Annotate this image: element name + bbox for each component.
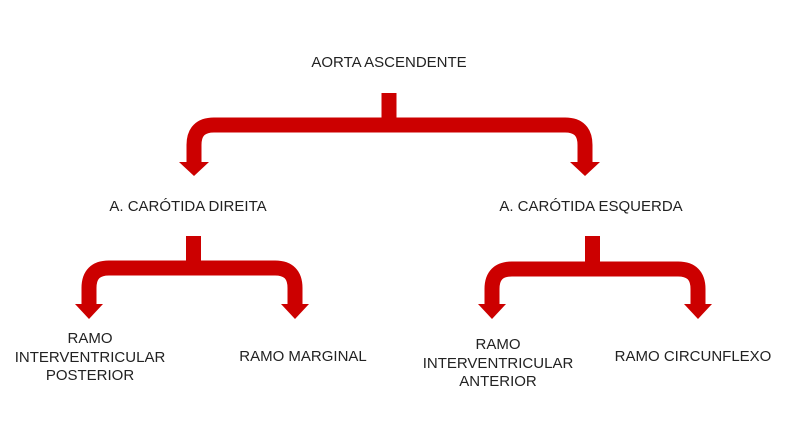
arrowhead-left xyxy=(179,162,209,176)
arrowhead-right xyxy=(570,162,600,176)
label-line: INTERVENTRICULAR xyxy=(14,348,166,366)
node-ramo-marginal: RAMO MARGINAL xyxy=(239,348,367,365)
arrowhead-left-right xyxy=(281,304,309,319)
node-ramo-interventricular-posterior: RAMO INTERVENTRICULAR POSTERIOR xyxy=(15,330,166,386)
node-carotida-esquerda: A. CARÓTIDA ESQUERDA xyxy=(499,198,683,215)
label-line: RAMO xyxy=(475,336,521,353)
arrow-left-branches xyxy=(81,260,303,306)
label-line: RAMO xyxy=(67,330,113,347)
arrowhead-right-right xyxy=(684,304,712,319)
arrow-right-branches xyxy=(484,261,706,306)
label-line: INTERVENTRICULAR xyxy=(422,354,574,372)
node-ramo-interventricular-anterior: RAMO INTERVENTRICULAR ANTERIOR xyxy=(423,336,574,392)
label-line: POSTERIOR xyxy=(45,367,135,384)
label-line: ANTERIOR xyxy=(459,373,537,390)
arrowhead-right-left xyxy=(478,304,506,319)
arrow-root-branches xyxy=(186,117,593,164)
node-carotida-direita: A. CARÓTIDA DIREITA xyxy=(109,198,267,215)
arrowhead-left-left xyxy=(75,304,103,319)
node-aorta-ascendente: AORTA ASCENDENTE xyxy=(311,54,467,71)
node-ramo-circunflexo: RAMO CIRCUNFLEXO xyxy=(614,348,772,365)
